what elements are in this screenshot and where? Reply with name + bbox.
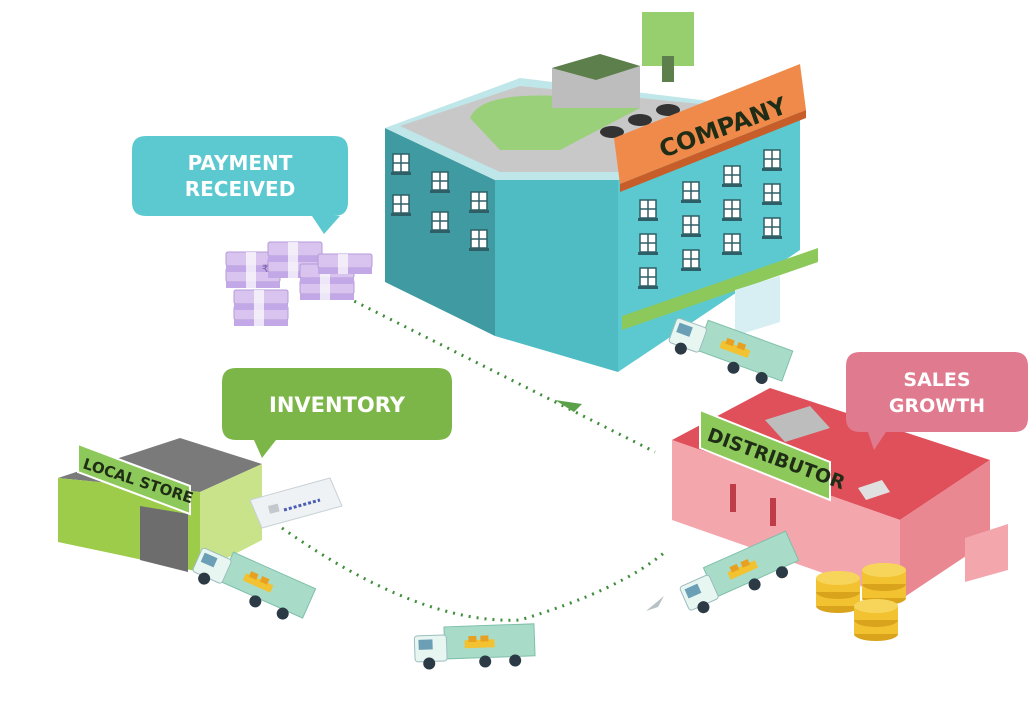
sales-label-line1: SALES (903, 369, 970, 391)
sales-label-line2: GROWTH (889, 395, 985, 417)
payment-label-line1: PAYMENT (188, 151, 293, 175)
truck-icon (188, 539, 317, 628)
truck-icon (675, 530, 804, 619)
cash-stack-icon (225, 241, 373, 327)
truck-icon (413, 623, 536, 671)
card-icon (249, 477, 343, 529)
payment-label-line2: RECEIVED (185, 177, 296, 201)
company-building (385, 12, 818, 372)
arrow-icon (646, 596, 664, 611)
arrow-icon (555, 400, 582, 412)
sales-growth-bubble: SALES GROWTH (846, 352, 1028, 450)
inventory-label: INVENTORY (269, 393, 406, 417)
distributor-building (672, 388, 1008, 600)
local-store-building (58, 438, 262, 572)
supply-chain-path (281, 292, 666, 622)
payment-received-bubble: PAYMENT RECEIVED (132, 136, 348, 234)
currency-symbol: ₹ (262, 264, 268, 275)
inventory-bubble: INVENTORY (222, 368, 452, 458)
